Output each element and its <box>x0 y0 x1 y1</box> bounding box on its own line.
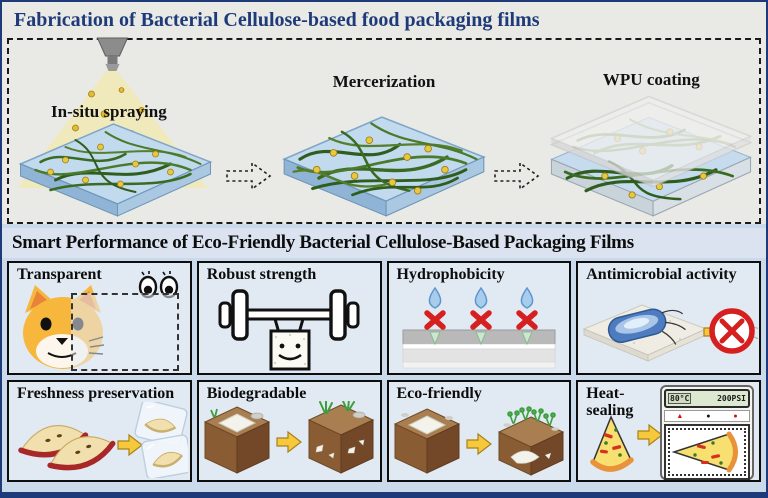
panel-biodegradable: Biodegradable <box>196 380 382 482</box>
temperature-readout: 80°C <box>668 393 692 404</box>
process-arrow-1 <box>224 40 276 222</box>
soil-cube-icon <box>393 408 460 474</box>
step-mercerization: Mercerization <box>276 40 491 222</box>
pressure-readout: 200PSI <box>717 394 746 403</box>
panel-antimicrobial: Antimicrobial activity <box>576 261 761 375</box>
step-in-situ-spraying: In-situ spraying <box>9 37 224 222</box>
performance-title: Smart Performance of Eco-Friendly Bacter… <box>2 228 766 258</box>
sealed-package <box>664 424 750 480</box>
water-repellent-illustration <box>402 286 556 369</box>
biodegradable-illustration <box>203 401 374 474</box>
tray-with-fibers <box>18 123 213 217</box>
yellow-arrow-icon <box>276 430 302 454</box>
fabrication-steps-box: In-situ spraying <box>7 37 761 224</box>
transparent-film-overlay <box>71 293 179 371</box>
water-droplet-icon <box>428 286 534 309</box>
barbell-icon <box>218 289 360 371</box>
panel-eco-friendly: Eco-friendly <box>386 380 572 482</box>
step-label: WPU coating <box>602 70 700 89</box>
pizza-slice-icon <box>590 415 634 472</box>
panel-title: Heat-sealing <box>586 385 634 419</box>
fabrication-section: Fabrication of Bacterial Cellulose-based… <box>2 2 766 224</box>
process-arrow-2 <box>492 40 544 222</box>
performance-grid: Transparent <box>2 258 766 482</box>
panel-title: Transparent <box>17 266 102 283</box>
packaged-apple-icon <box>134 402 188 478</box>
apple-slice-icon <box>18 425 116 471</box>
yellow-arrow-icon <box>637 423 664 447</box>
blocked-arrow-icon <box>429 331 533 346</box>
fabrication-title: Fabrication of Bacterial Cellulose-based… <box>14 9 540 31</box>
seal-dotted-border <box>668 428 746 476</box>
spray-tray-illustration <box>17 37 213 217</box>
prohibition-icon <box>709 308 759 354</box>
eyes-icon <box>138 271 178 299</box>
panel-title: Eco-friendly <box>396 385 482 402</box>
panel-transparent: Transparent <box>7 261 192 375</box>
machine-buttons: ▲ ● ● <box>664 410 750 422</box>
seedlings-icon <box>506 406 556 426</box>
bacterium-icon <box>608 308 687 345</box>
dot-button-icon: ● <box>706 411 711 420</box>
panel-title: Biodegradable <box>206 385 307 402</box>
degraded-soil-cube-icon <box>307 401 374 474</box>
triangle-button-icon: ▲ <box>676 411 684 420</box>
antimicrobial-illustration <box>582 304 759 362</box>
step-label: Mercerization <box>332 72 436 91</box>
step-label: In-situ spraying <box>51 102 167 121</box>
mercerized-tray-illustration <box>282 116 486 217</box>
sealed-pizza-icon <box>671 431 738 473</box>
grass-icon <box>318 401 355 414</box>
heat-sealer-machine: 80°C 200PSI ▲ ● ● <box>660 385 754 480</box>
step-wpu-coating: WPU coating <box>544 40 759 222</box>
panel-heat-sealing: Heat-sealing 80°C 200PSI ▲ ● ● <box>576 380 761 482</box>
panel-title: Robust strength <box>206 266 317 283</box>
yellow-arrow-icon <box>117 433 143 457</box>
yellow-arrow-icon <box>465 432 492 456</box>
spray-nozzle-icon <box>96 37 128 71</box>
red-cross-icon <box>424 310 538 330</box>
dashed-arrow-icon <box>493 161 540 191</box>
lcd-display: 80°C 200PSI <box>664 389 750 408</box>
dot-button-icon: ● <box>733 411 738 420</box>
film-character-icon <box>269 318 311 371</box>
freshness-illustration <box>18 402 188 478</box>
coated-tray-illustration <box>549 95 753 217</box>
dashed-arrow-icon <box>226 161 272 191</box>
soil-cube-icon <box>203 406 270 474</box>
panel-freshness: Freshness preservation <box>7 380 192 482</box>
panel-title: Antimicrobial activity <box>586 266 737 283</box>
panel-hydrophobicity: Hydrophobicity <box>386 261 572 375</box>
panel-title: Hydrophobicity <box>396 266 505 283</box>
panel-title: Freshness preservation <box>17 385 175 402</box>
panel-robust-strength: Robust strength <box>196 261 382 375</box>
seedling-soil-cube-icon <box>497 406 564 476</box>
eco-friendly-illustration <box>393 406 564 476</box>
